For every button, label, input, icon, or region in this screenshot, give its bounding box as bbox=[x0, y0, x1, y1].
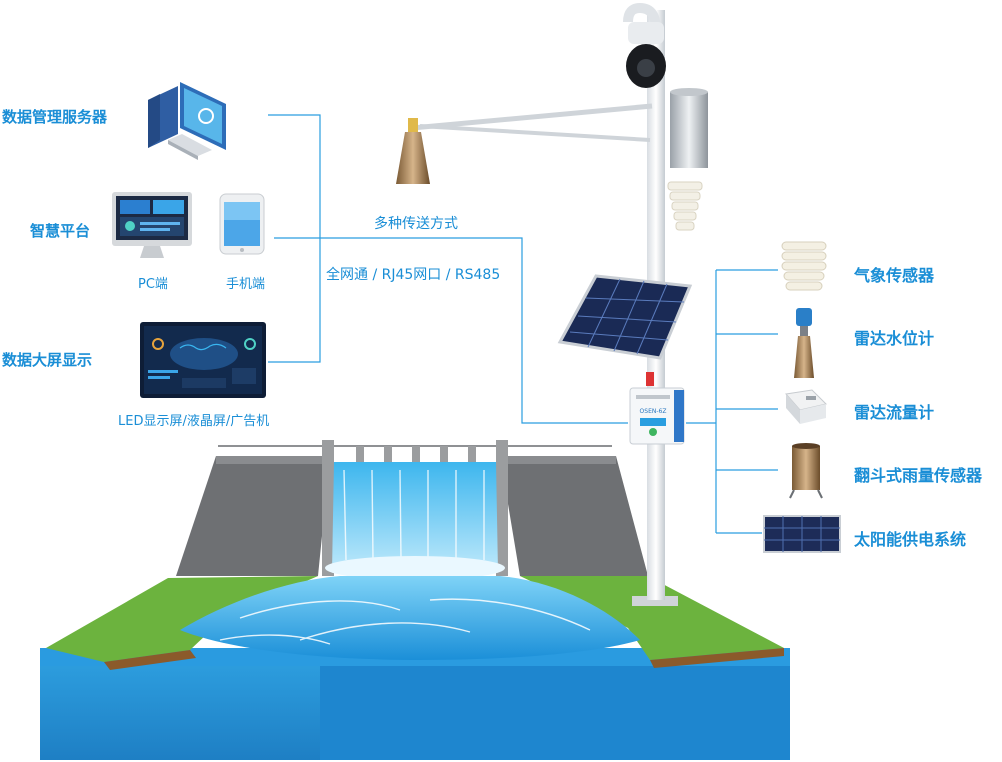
weather-shield-icon bbox=[781, 241, 827, 291]
pole-solar-panel-icon bbox=[557, 274, 693, 360]
transmission-title: 多种传送方式 bbox=[374, 216, 458, 232]
sensor-label-weather: 气象传感器 bbox=[854, 266, 935, 285]
server-computer-icon bbox=[148, 82, 226, 160]
solar-panel-icon bbox=[763, 515, 841, 553]
left-connector-lines bbox=[268, 114, 628, 424]
right-connector-lines bbox=[686, 269, 778, 534]
transmission-methods: 全网通 / RJ45网口 / RS485 bbox=[326, 267, 501, 283]
sensor-label-rain-gauge: 翻斗式雨量传感器 bbox=[854, 466, 983, 485]
rain-gauge-icon bbox=[789, 443, 823, 499]
smart-platform-label: 智慧平台 bbox=[30, 222, 91, 240]
led-screen-icon bbox=[140, 322, 266, 398]
monitoring-pole bbox=[396, 2, 708, 606]
pc-monitor-icon bbox=[112, 192, 192, 258]
dam-scene bbox=[40, 440, 790, 760]
sensor-label-radar-level: 雷达水位计 bbox=[854, 329, 935, 348]
pc-caption: PC端 bbox=[138, 277, 168, 292]
pole-rain-gauge-icon bbox=[670, 88, 708, 168]
phone-icon bbox=[219, 193, 265, 255]
radar-level-icon bbox=[794, 308, 814, 378]
phone-caption: 手机端 bbox=[226, 277, 266, 292]
radar-horn-icon bbox=[396, 118, 430, 184]
radar-flow-icon bbox=[785, 389, 827, 424]
camera-icon bbox=[626, 22, 666, 88]
rtu-box-icon bbox=[629, 372, 685, 445]
pole-weather-shield-icon bbox=[667, 181, 703, 231]
rtu-model-text: OSEN-6Z bbox=[640, 408, 667, 415]
big-screen-label: 数据大屏显示 bbox=[2, 351, 93, 369]
sensor-label-radar-flow: 雷达流量计 bbox=[854, 403, 935, 422]
server-label: 数据管理服务器 bbox=[2, 108, 108, 126]
led-caption: LED显示屏/液晶屏/广告机 bbox=[118, 414, 270, 429]
sensor-label-solar: 太阳能供电系统 bbox=[854, 530, 967, 549]
